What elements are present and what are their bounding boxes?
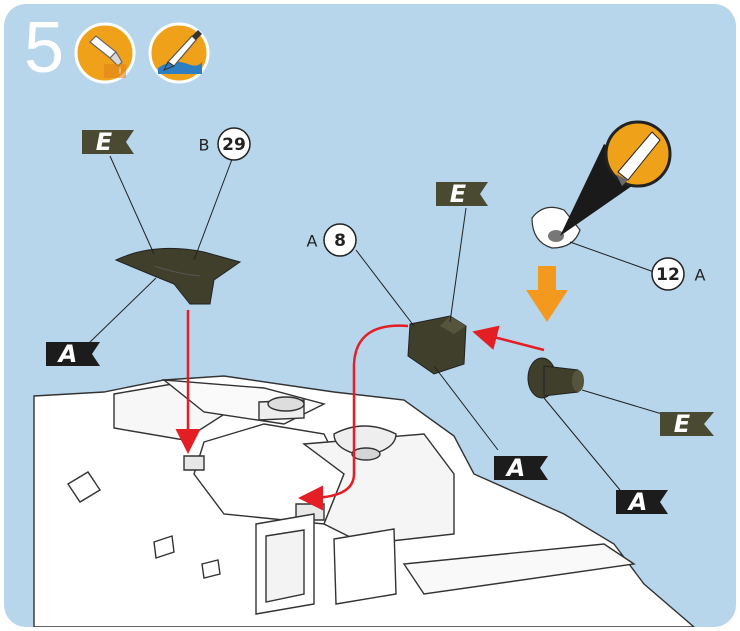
svg-text:A: A [307, 232, 318, 251]
arrow-part-8-path [298, 324, 409, 511]
flag-a-center: A [494, 454, 548, 482]
assembly-diagram: E A E A E A B [33, 120, 714, 627]
flag-e-center: E [436, 180, 488, 208]
cutter-zoom [560, 120, 672, 236]
svg-text:A: A [695, 266, 706, 285]
svg-text:12: 12 [656, 265, 680, 285]
step-number: 5 [24, 8, 65, 88]
svg-text:A: A [57, 340, 78, 368]
assembly-arrows [175, 310, 545, 511]
part-e-plug [527, 357, 584, 399]
leader-lines [87, 153, 663, 491]
flag-a-right: A [616, 488, 668, 516]
svg-text:29: 29 [222, 135, 246, 155]
svg-text:E: E [450, 180, 467, 208]
arrow-part-e-to-8 [472, 325, 545, 352]
svg-text:E: E [674, 410, 691, 438]
svg-text:B: B [199, 136, 210, 155]
svg-text:E: E [96, 128, 113, 156]
svg-text:8: 8 [334, 231, 346, 251]
step-panel: 5 [4, 4, 736, 627]
hint-arrow-icon [526, 266, 568, 322]
callout-part-8: A 8 [307, 223, 357, 257]
flag-a-left: A [46, 340, 100, 368]
part-8 [407, 315, 467, 375]
flag-e-top-left: E [82, 128, 134, 156]
svg-text:A: A [627, 488, 648, 516]
callout-part-12: 12 A [651, 257, 706, 291]
svg-text:A: A [505, 454, 526, 482]
part-29 [114, 247, 242, 305]
callout-part-29: B 29 [199, 127, 251, 161]
paint-brush-icon [148, 22, 210, 84]
helicopter-fuselage [33, 375, 696, 627]
flag-e-right: E [660, 410, 714, 438]
glue-bottle-icon [74, 22, 136, 84]
